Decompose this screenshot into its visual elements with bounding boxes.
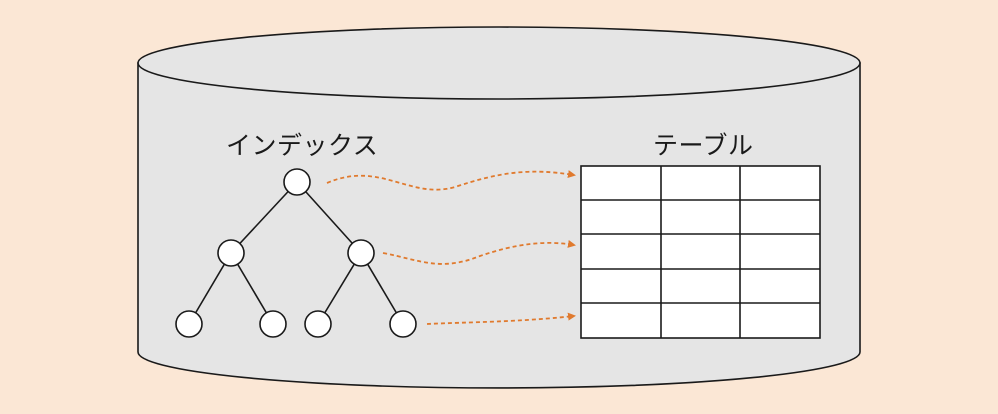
- cylinder-top: [137, 26, 861, 100]
- table-outline: [580, 165, 821, 339]
- tree-edge: [230, 181, 298, 254]
- index-tree-nodes: [175, 168, 417, 338]
- tree-node-right-left: [304, 310, 332, 338]
- tree-edge: [317, 252, 362, 325]
- tree-node-left-left: [175, 310, 203, 338]
- tree-node-left-right: [259, 310, 287, 338]
- table-grid-lines: [581, 166, 820, 338]
- tree-node-right-right: [389, 310, 417, 338]
- tree-node-root: [283, 168, 311, 196]
- tree-node-right: [347, 239, 375, 267]
- pointer-arrow-right-right: [426, 312, 576, 325]
- pointer-arrow-right: [382, 240, 576, 265]
- table-grid: [580, 165, 821, 339]
- tree-edge: [296, 181, 362, 254]
- table-label: テーブル: [653, 131, 754, 160]
- pointer-arrows: [326, 170, 576, 325]
- index-label: インデックス: [226, 131, 379, 160]
- pointer-arrow-root: [326, 170, 576, 191]
- tree-node-left: [217, 239, 245, 267]
